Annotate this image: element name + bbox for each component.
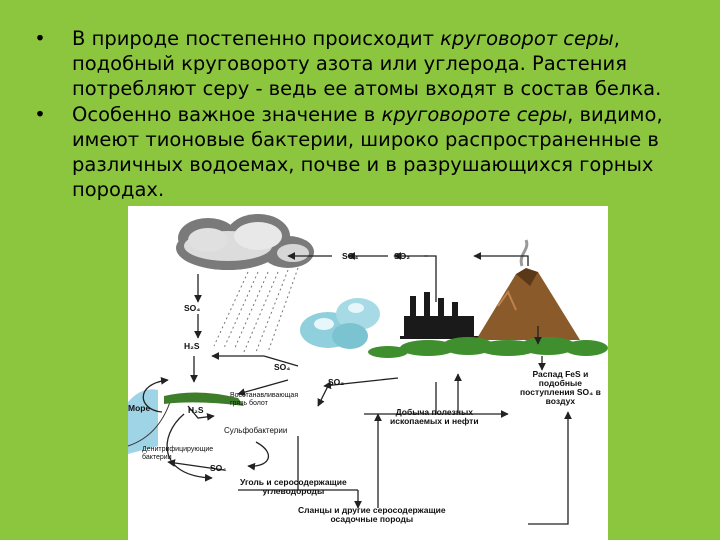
- so4-mid-label: SO₄: [274, 363, 290, 372]
- mud-label: Восстанавливающая грязь болот: [230, 392, 298, 408]
- bullet-list: • В природе постепенно происходит кругов…: [30, 26, 700, 203]
- bullet-2-text-start: Особенно важное значение в: [72, 103, 381, 126]
- bullet-1-text-start: В природе постепенно происходит: [72, 27, 440, 50]
- h2s-lower-label: H₂S: [188, 406, 204, 415]
- h2s-upper-label: H₂S: [184, 342, 200, 351]
- so4-bottom-label: SO₄: [210, 464, 226, 473]
- rain-icon: [214, 268, 298, 352]
- sulfur-cycle-diagram: SO₄ SO₂ SO₄ H₂S SO₄ SO₂ Восстанавливающа…: [128, 206, 608, 540]
- volcano-icon: [476, 240, 580, 340]
- so4-cloud-label: SO₄: [184, 304, 200, 313]
- denitrifying-bacteria-label: Денитрифицирующие бактерии: [142, 446, 213, 462]
- bullet-1-emphasis: круговорот серы: [440, 27, 614, 50]
- cloud-icon: [176, 214, 314, 270]
- fes-decay-label: Распад FeS и подобные поступления SO₄ в …: [520, 370, 601, 406]
- bullet-item-1: • В природе постепенно происходит кругов…: [30, 26, 700, 101]
- sea-label: Море: [128, 404, 150, 413]
- shale-label: Сланцы и другие серосодержащие осадочные…: [298, 506, 446, 524]
- bullet-2-emphasis: круговороте серы: [381, 103, 567, 126]
- factory-icon: [400, 292, 482, 339]
- bullet-dot: •: [30, 102, 50, 127]
- sulfobacteria-label: Сульфобактерии: [224, 426, 287, 435]
- so2-top-label: SO₂: [394, 252, 410, 261]
- so2-mid-label: SO₂: [328, 378, 344, 387]
- water-droplets-icon: [300, 298, 380, 349]
- vegetation-icon: [368, 337, 608, 358]
- so4-top-label: SO₄: [342, 252, 358, 261]
- bullet-item-2: • Особенно важное значение в круговороте…: [30, 102, 700, 202]
- mining-label: Добыча полезных ископаемых и нефти: [390, 408, 479, 426]
- bullet-dot: •: [30, 26, 50, 51]
- sea-icon: [128, 389, 170, 454]
- coal-label: Уголь и серосодержащие углеводороды: [240, 478, 347, 496]
